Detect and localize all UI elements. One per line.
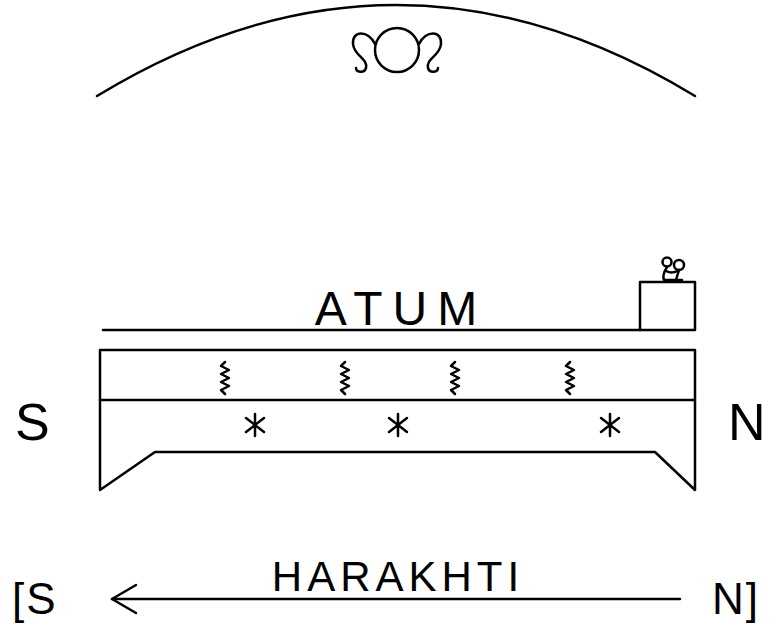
sky-arc bbox=[97, 5, 695, 96]
direction-label: S bbox=[15, 396, 50, 448]
star bbox=[246, 414, 619, 436]
sun-disk bbox=[375, 28, 419, 72]
direction-label: N bbox=[728, 396, 766, 448]
water-sign bbox=[221, 362, 574, 394]
deity-name: ATUM bbox=[315, 285, 487, 333]
seated-figure bbox=[663, 258, 685, 281]
sky-band bbox=[100, 350, 695, 490]
pedestal bbox=[640, 282, 695, 330]
uraeus bbox=[353, 34, 375, 72]
deity-name: HARAKHTI bbox=[272, 556, 524, 598]
direction-label: [S bbox=[12, 577, 58, 621]
uraeus bbox=[419, 34, 441, 72]
direction-label: N] bbox=[712, 577, 760, 621]
